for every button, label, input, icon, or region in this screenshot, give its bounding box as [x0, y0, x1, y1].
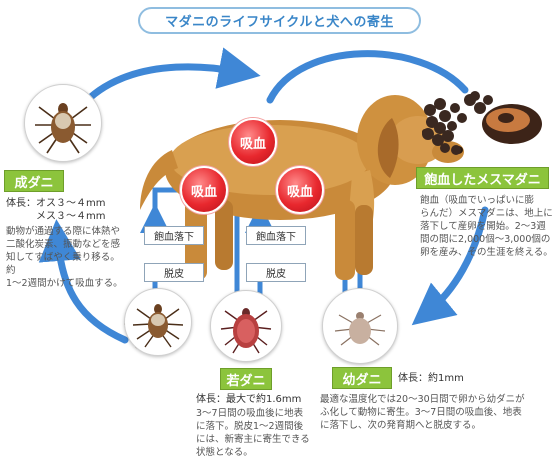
stage-label-engorged: 飽血したメスマダニ: [416, 167, 549, 189]
feed-drop-box-right: 飽血落下: [246, 226, 306, 245]
adult-spec-female: メス３～４mm: [36, 211, 106, 222]
stage-label-adult: 成ダニ: [4, 170, 64, 192]
feed-drop-box-left: 飽血落下: [144, 226, 204, 245]
nymph-description: 3～7日間の吸血後に地表 に落下。脱皮1～2週間後 には、新寄主に寄生できる 状…: [196, 408, 310, 458]
adult-tick-photo: [24, 84, 102, 162]
molt-box-left: 脱皮: [144, 263, 204, 282]
arrow-dog-to-engorged: [266, 50, 469, 104]
arrow-nymph-to-adult: [38, 219, 129, 344]
engorged-female-image: [422, 91, 542, 155]
blood-feeding-badge-left: 吸血: [180, 166, 228, 214]
stage-label-larva: 幼ダニ: [332, 367, 392, 389]
larva-description: 最適な温度化では20～30日間で卵から幼ダニが ふ化して動物に寄生。3～7日間の…: [320, 394, 525, 431]
adult-spec-male: 体長：オス３～４mm: [6, 198, 106, 209]
larva-spec: 体長：約1mm: [398, 373, 464, 384]
engorged-description: 飽血（吸血でいっぱいに膨 らんだ）メスマダニは、地上に 落下して産卵を開始。2～…: [420, 195, 553, 258]
larva-tick-photo: [322, 288, 398, 364]
nymph-tick-photo: [210, 290, 282, 362]
molt-box-right: 脱皮: [246, 263, 306, 282]
blood-feeding-badge-right: 吸血: [276, 166, 324, 214]
nymph-spec: 体長：最大で約1.6mm: [196, 394, 302, 405]
adult-tick-bottom-photo: [124, 288, 192, 356]
arrow-engorged-to-larva: [411, 206, 489, 326]
stage-label-nymph: 若ダニ: [220, 368, 272, 390]
adult-description: 動物が通過する際に体熱や 二酸化炭素、振動などを感 知してすばやく乗り移る。約 …: [6, 226, 123, 289]
blood-feeding-badge-top: 吸血: [229, 118, 277, 166]
diagram-title: マダニのライフサイクルと犬への寄生: [138, 7, 421, 34]
